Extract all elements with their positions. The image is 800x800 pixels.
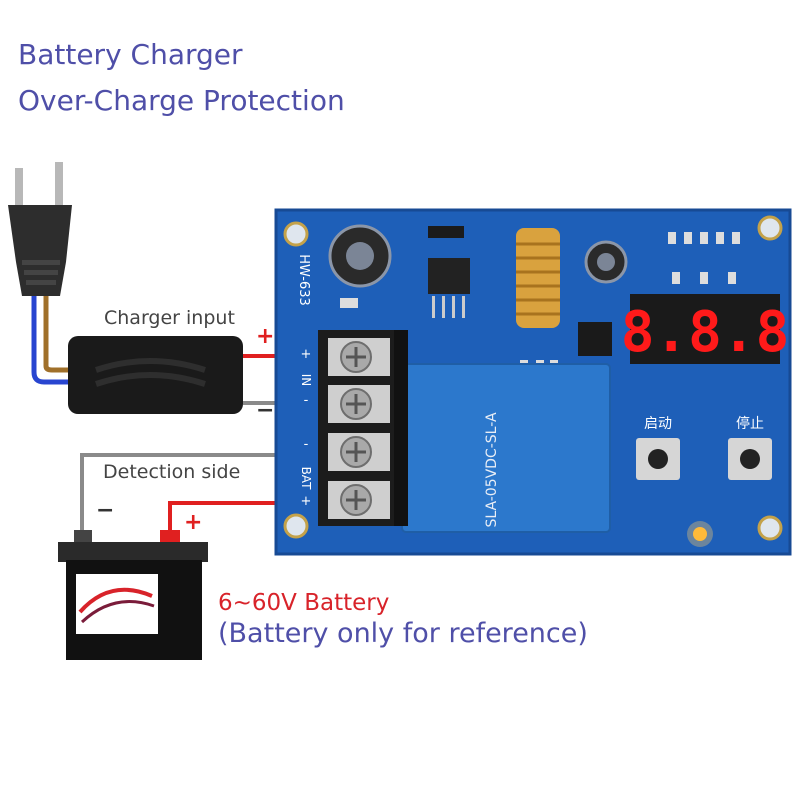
terminal-polarity-2: - (304, 393, 309, 408)
charger-box (68, 336, 243, 414)
battery-negative-wire (80, 453, 330, 538)
charger-input-label: Charger input (104, 307, 235, 329)
relay-label: SLA-05VDC-SL-A (484, 412, 500, 528)
battery (58, 530, 208, 660)
terminal-polarity-3: - (304, 437, 309, 452)
diode (428, 226, 464, 238)
power-plug (8, 162, 72, 296)
control-board: 8.8.8 SLA-05VDC-SL-A 启动 停止 HW-633 IN BAT… (274, 208, 792, 556)
voltage-regulator (428, 258, 470, 294)
terminal-label-in: IN (299, 374, 313, 387)
battery-range-label: 6~60V Battery (218, 590, 390, 616)
ic-chip (578, 322, 612, 356)
board-model: HW-633 (296, 254, 311, 306)
display-readout: 8.8.8 (621, 300, 790, 365)
terminal-screw[interactable] (328, 385, 390, 423)
charger-negative-sign: − (256, 398, 275, 423)
terminal-polarity-4: + (301, 494, 312, 509)
battery-note-label: (Battery only for reference) (218, 618, 588, 649)
start-label: 启动 (644, 416, 672, 432)
terminal-screw[interactable] (328, 481, 390, 519)
stop-label: 停止 (736, 415, 764, 432)
stop-button[interactable] (728, 438, 772, 480)
terminal-block (318, 330, 408, 526)
battery-negative-sign: − (96, 498, 115, 523)
title-line-2: Over-Charge Protection (18, 84, 345, 117)
led-display: 8.8.8 (621, 294, 790, 365)
charger-positive-sign: + (256, 324, 275, 349)
power-cable (31, 296, 70, 385)
terminal-label-bat: BAT (299, 467, 313, 491)
terminal-polarity-1: + (301, 347, 312, 362)
detection-side-label: Detection side (103, 461, 241, 483)
start-button[interactable] (636, 438, 680, 480)
title-line-1: Battery Charger (18, 38, 243, 71)
battery-positive-sign: + (184, 510, 203, 535)
inductor (516, 228, 560, 328)
terminal-screw[interactable] (328, 433, 390, 471)
terminal-screw[interactable] (328, 338, 390, 376)
status-led (693, 527, 707, 541)
relay: SLA-05VDC-SL-A (401, 363, 611, 533)
mounting-hole (283, 215, 783, 541)
